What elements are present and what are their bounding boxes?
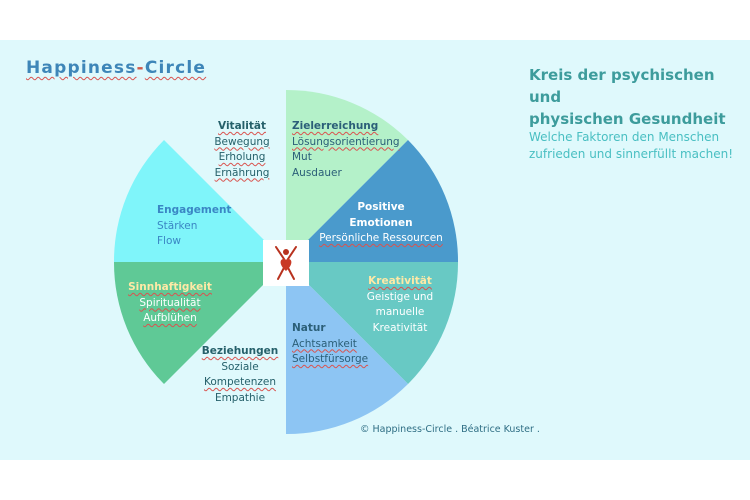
natur-title: Natur — [292, 322, 326, 334]
sinnhaftigkeit-item-1: Spiritualität — [139, 296, 201, 309]
segment-positive-emotionen — [286, 140, 459, 262]
beziehungen-item-1: Soziale — [221, 360, 259, 373]
vitalitaet-item-1: Bewegung — [214, 135, 270, 148]
segment-zielerreichung — [286, 89, 408, 262]
beziehungen-item-2: Kompetenzen — [204, 376, 276, 388]
engagement-item-1: Stärken — [157, 219, 198, 232]
heading-line-2: physischen Gesundheit — [529, 110, 726, 128]
label-zielerreichung: Zielerreichung Lösungsorientierung Mut A… — [292, 119, 400, 181]
positive-item-1: Persönliche Ressourcen — [319, 232, 443, 244]
subheading-line-2: zufrieden und sinnerfüllt machen! — [529, 147, 734, 161]
kreativitaet-item-3: Kreativität — [372, 321, 428, 334]
engagement-title: Engagement — [157, 204, 232, 216]
brand-title: Happiness-Circle — [26, 58, 206, 78]
person-heart-icon — [263, 240, 309, 286]
zielerreichung-title: Zielerreichung — [292, 120, 379, 132]
kreativitaet-item-2: manuelle — [375, 306, 425, 318]
label-natur: Natur Achtsamkeit Selbstfürsorge — [292, 321, 368, 368]
positive-title-2: Emotionen — [349, 216, 413, 229]
natur-item-1: Achtsamkeit — [292, 337, 357, 350]
label-kreativitaet: Kreativität Geistige und manuelle Kreati… — [355, 274, 445, 336]
subheading: Welche Faktoren den Menschen zufrieden u… — [529, 129, 744, 163]
brand-dash: - — [136, 58, 145, 78]
segment-kreativitaet — [286, 262, 459, 384]
sinnhaftigkeit-item-2: Aufblühen — [143, 312, 197, 324]
kreativitaet-item-1: Geistige und — [366, 290, 434, 303]
brand-part-1: Happiness — [26, 58, 137, 78]
happiness-circle-diagram — [113, 89, 459, 435]
kreativitaet-title: Kreativität — [368, 275, 432, 287]
beziehungen-title: Beziehungen — [201, 345, 279, 357]
segment-engagement — [113, 140, 286, 262]
copyright: © Happiness-Circle . Béatrice Kuster . — [360, 424, 540, 435]
label-vitalitaet: Vitalität Bewegung Erholung Ernährung — [205, 119, 279, 181]
slide: Happiness-Circle Kreis der psychischen u… — [0, 40, 750, 460]
heading-line-1: Kreis der psychischen und — [529, 66, 715, 106]
segment-sinnhaftigkeit — [113, 262, 286, 384]
zielerreichung-item-2: Mut — [292, 151, 312, 163]
label-positive-emotionen: Positive Emotionen Persönliche Ressource… — [316, 200, 446, 247]
natur-item-2: Selbstfürsorge — [292, 353, 369, 365]
label-sinnhaftigkeit: Sinnhaftigkeit Spiritualität Aufblühen — [125, 280, 215, 327]
brand-part-2: Circle — [144, 58, 207, 78]
vitalitaet-item-2: Erholung — [218, 151, 266, 163]
vitalitaet-title: Vitalität — [218, 120, 266, 132]
sinnhaftigkeit-title: Sinnhaftigkeit — [128, 281, 212, 293]
beziehungen-item-3: Empathie — [214, 391, 266, 404]
subheading-line-1: Welche Faktoren den Menschen — [529, 130, 720, 144]
positive-title-1: Positive — [357, 201, 405, 213]
engagement-item-2: Flow — [157, 235, 181, 247]
label-beziehungen: Beziehungen Soziale Kompetenzen Empathie — [195, 344, 285, 406]
zielerreichung-item-1: Lösungsorientierung — [292, 135, 400, 148]
label-engagement: Engagement Stärken Flow — [157, 203, 231, 250]
vitalitaet-item-3: Ernährung — [214, 166, 270, 179]
zielerreichung-item-3: Ausdauer — [292, 166, 342, 179]
heading: Kreis der psychischen und physischen Ges… — [529, 64, 744, 130]
segment-natur — [286, 262, 408, 435]
